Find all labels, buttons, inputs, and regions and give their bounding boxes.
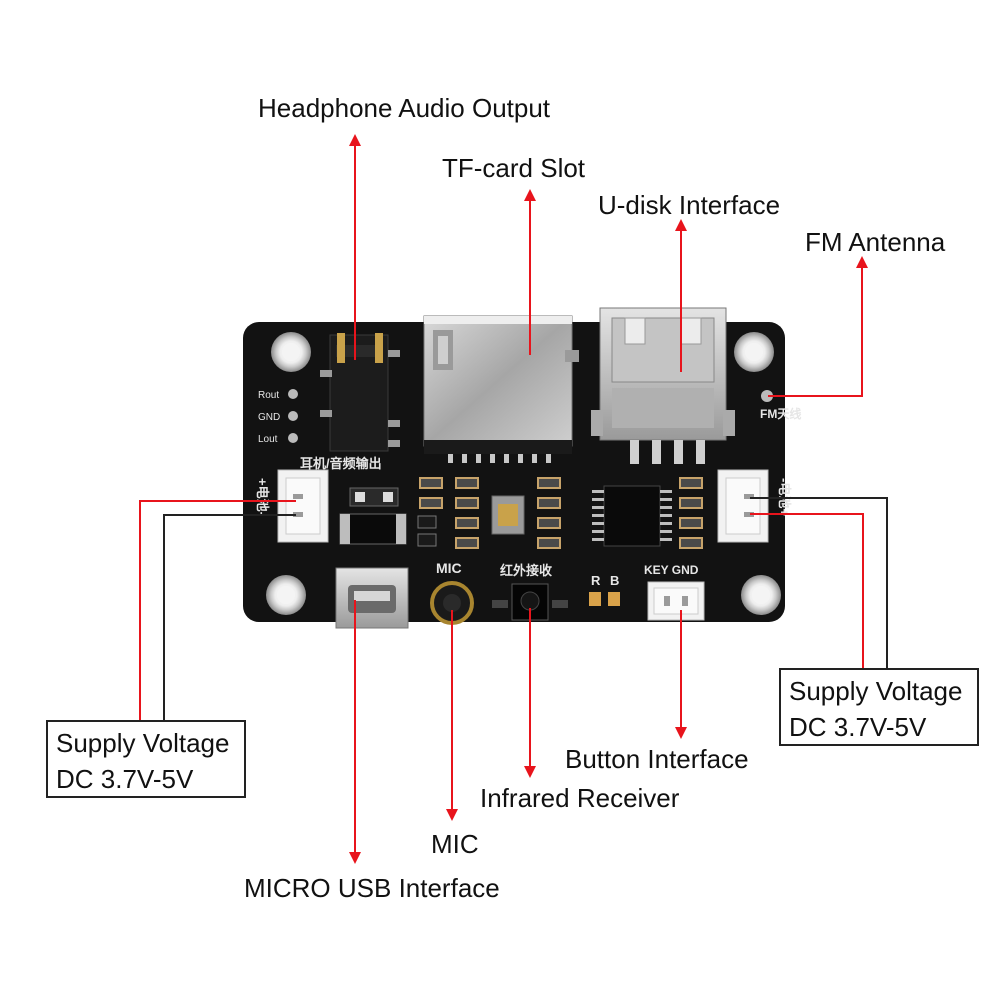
gnd-pad [288, 411, 298, 421]
arrow-fm [768, 256, 868, 397]
fm-antenna-pad [761, 390, 773, 402]
r-label: R [591, 573, 601, 588]
label-usb: MICRO USB Interface [244, 873, 500, 903]
button-connector [647, 581, 705, 621]
mic-board-label: MIC [436, 560, 462, 576]
label-mic: MIC [431, 829, 479, 859]
fm-cn-label: FM天线 [760, 406, 801, 421]
label-tfcard: TF-card Slot [442, 153, 586, 183]
ir-cn-label: 红外接收 [500, 563, 553, 578]
supply-right-line1: Supply Voltage [789, 676, 963, 706]
battery-connector-left [277, 469, 329, 543]
wire-left-black [163, 514, 296, 720]
tf-card-slot [423, 315, 579, 463]
wire-right-black [750, 497, 888, 668]
lout-label: Lout [258, 434, 278, 445]
headphone-cn-label: 耳机/音频输出 [300, 456, 382, 471]
battery-connector-right [717, 469, 769, 543]
label-headphone: Headphone Audio Output [258, 93, 551, 123]
main-ic [592, 485, 672, 547]
supply-left-line2: DC 3.7V-5V [56, 764, 194, 794]
rout-label: Rout [258, 390, 279, 401]
label-ir: Infrared Receiver [480, 783, 680, 813]
micro-usb-port [335, 567, 409, 629]
gnd-label: GND [258, 412, 280, 423]
small-components [339, 487, 437, 547]
microphone [430, 581, 474, 625]
usb-a-port [591, 307, 735, 464]
wire-right-red [750, 513, 864, 668]
ir-receiver [492, 583, 568, 621]
power-cn-left-label: +电池- [255, 478, 270, 516]
crystal [491, 495, 525, 535]
label-udisk: U-disk Interface [598, 190, 781, 220]
resistor-array-left [419, 477, 703, 549]
supply-box-left: Supply Voltage DC 3.7V-5V [46, 720, 246, 798]
lout-pad [288, 433, 298, 443]
wire-left-red [139, 500, 296, 720]
supply-box-right: Supply Voltage DC 3.7V-5V [779, 668, 979, 746]
status-leds [589, 592, 620, 606]
rout-pad [288, 389, 298, 399]
headphone-jack [320, 333, 400, 452]
label-fm: FM Antenna [805, 227, 946, 257]
key-gnd-label: KEY GND [644, 563, 699, 577]
label-button: Button Interface [565, 744, 749, 774]
supply-right-line2: DC 3.7V-5V [789, 712, 927, 742]
supply-left-line1: Supply Voltage [56, 728, 230, 758]
b-label: B [610, 573, 619, 588]
